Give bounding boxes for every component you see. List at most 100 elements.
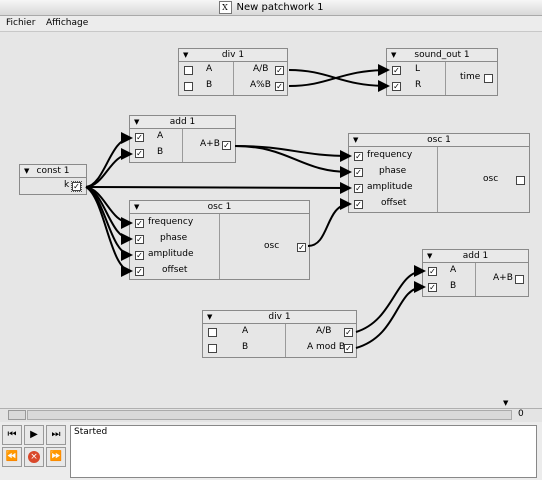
collapse-triangle-icon[interactable]: ▼ bbox=[134, 118, 140, 126]
rewind-icon[interactable]: ⏪ bbox=[2, 447, 22, 467]
timeline-value: 0 bbox=[518, 409, 524, 419]
input-label: amplitude bbox=[367, 182, 413, 192]
input-phase-checkbox[interactable]: ✓ bbox=[135, 235, 144, 244]
input-b-label: B bbox=[206, 80, 213, 90]
output-label: A/B bbox=[253, 64, 269, 74]
input-b-label: B bbox=[157, 147, 164, 157]
input-phase-checkbox[interactable]: ✓ bbox=[354, 168, 363, 177]
node-title: add 1 bbox=[462, 251, 489, 261]
input-b-label: B bbox=[242, 342, 249, 352]
input-label: offset bbox=[162, 265, 188, 275]
output-label: A+B bbox=[493, 273, 513, 283]
input-b-checkbox[interactable]: ✓ bbox=[135, 149, 144, 158]
log-text: Started bbox=[74, 427, 108, 437]
node-const[interactable]: ▼ const 1 k ✓ bbox=[19, 164, 87, 195]
node-title: const 1 bbox=[36, 166, 70, 176]
collapse-triangle-icon[interactable]: ▼ bbox=[391, 51, 397, 59]
input-a-label: A bbox=[450, 265, 457, 275]
node-header[interactable]: ▼ const 1 bbox=[20, 165, 86, 178]
node-title: osc 1 bbox=[427, 135, 451, 145]
node-div-bottom[interactable]: ▼div 1 A B A/B ✓ A mod B ✓ bbox=[202, 310, 357, 358]
input-a-label: A bbox=[157, 131, 164, 141]
input-a-label: A bbox=[242, 326, 249, 336]
node-add-top[interactable]: ▼add 1 ✓ A ✓ B A+B ✓ bbox=[129, 115, 236, 163]
input-r-label: R bbox=[415, 80, 422, 90]
node-title: add 1 bbox=[169, 117, 196, 127]
input-frequency-checkbox[interactable]: ✓ bbox=[354, 152, 363, 161]
input-a-label: A bbox=[206, 64, 213, 74]
node-add-right[interactable]: ▼ add 1 ✓ A ✓ B A+B bbox=[422, 249, 529, 297]
input-b-label: B bbox=[450, 281, 457, 291]
menu-affichage[interactable]: Affichage bbox=[46, 18, 89, 28]
node-title: osc 1 bbox=[207, 202, 232, 212]
node-sound-out[interactable]: ▼ sound_out 1 ✓ L ✓ R time bbox=[386, 48, 498, 96]
input-b-checkbox[interactable] bbox=[184, 82, 193, 91]
input-frequency-checkbox[interactable]: ✓ bbox=[135, 219, 144, 228]
skip-to-end-icon[interactable]: ⏭ bbox=[46, 425, 66, 445]
log-console[interactable]: Started bbox=[70, 425, 537, 478]
node-header[interactable]: ▼ osc 1 bbox=[130, 201, 309, 214]
output-label: A mod B bbox=[307, 342, 346, 352]
collapse-triangle-icon[interactable]: ▼ bbox=[207, 313, 213, 321]
input-offset-checkbox[interactable]: ✓ bbox=[135, 267, 144, 276]
collapse-triangle-icon[interactable]: ▼ bbox=[134, 203, 140, 211]
input-amplitude-checkbox[interactable]: ✓ bbox=[135, 251, 144, 260]
menu-fichier[interactable]: Fichier bbox=[6, 18, 36, 28]
timeline-slider[interactable] bbox=[27, 410, 512, 420]
node-osc-right[interactable]: ▼ osc 1 ✓ frequency ✓ phase ✓ amplitude ✓… bbox=[348, 133, 530, 213]
stop-icon[interactable]: × bbox=[24, 447, 44, 467]
node-header[interactable]: ▼ sound_out 1 bbox=[387, 49, 497, 62]
output-k-checkbox[interactable]: ✓ bbox=[71, 181, 82, 192]
node-header[interactable]: ▼ div 1 bbox=[179, 49, 287, 62]
output-2-checkbox[interactable]: ✓ bbox=[275, 82, 284, 91]
collapse-triangle-icon[interactable]: ▼ bbox=[24, 167, 30, 175]
output-label: time bbox=[460, 72, 481, 82]
output-1-checkbox[interactable]: ✓ bbox=[275, 66, 284, 75]
node-header[interactable]: ▼ add 1 bbox=[130, 116, 235, 129]
input-a-checkbox[interactable] bbox=[184, 66, 193, 75]
input-label: phase bbox=[379, 166, 407, 176]
node-div-top[interactable]: ▼ div 1 A B A/B ✓ A%B ✓ bbox=[178, 48, 288, 96]
node-header[interactable]: ▼ add 1 bbox=[423, 250, 528, 263]
input-b-checkbox[interactable]: ✓ bbox=[428, 283, 437, 292]
output-label: k bbox=[64, 180, 70, 190]
input-l-label: L bbox=[415, 64, 421, 74]
input-r-checkbox[interactable]: ✓ bbox=[392, 82, 401, 91]
input-a-checkbox[interactable]: ✓ bbox=[135, 133, 144, 142]
play-icon[interactable]: ▶ bbox=[24, 425, 44, 445]
node-header[interactable]: ▼ div 1 bbox=[203, 311, 356, 324]
output-label: A%B bbox=[250, 80, 271, 90]
input-offset-checkbox[interactable]: ✓ bbox=[354, 200, 363, 209]
input-label: amplitude bbox=[148, 249, 194, 259]
fast-forward-icon[interactable]: ⏩ bbox=[46, 447, 66, 467]
input-l-checkbox[interactable]: ✓ bbox=[392, 66, 401, 75]
output-time-checkbox[interactable] bbox=[484, 74, 493, 83]
input-a-checkbox[interactable] bbox=[208, 328, 217, 337]
collapse-triangle-icon[interactable]: ▼ bbox=[353, 136, 359, 144]
node-title: div 1 bbox=[268, 312, 291, 322]
output-checkbox[interactable] bbox=[515, 275, 524, 284]
timeline-thumb[interactable] bbox=[8, 410, 26, 420]
skip-to-start-icon[interactable]: ⏮ bbox=[2, 425, 22, 445]
output-checkbox[interactable]: ✓ bbox=[222, 141, 231, 150]
output-label: osc bbox=[264, 241, 280, 251]
input-b-checkbox[interactable] bbox=[208, 344, 217, 353]
menu-bar: Fichier Affichage bbox=[0, 16, 542, 32]
node-header[interactable]: ▼ osc 1 bbox=[349, 134, 529, 147]
input-label: frequency bbox=[367, 150, 413, 160]
output-1-checkbox[interactable]: ✓ bbox=[344, 328, 353, 337]
input-amplitude-checkbox[interactable]: ✓ bbox=[354, 184, 363, 193]
output-osc-checkbox[interactable] bbox=[516, 176, 525, 185]
collapse-triangle-icon[interactable]: ▼ bbox=[183, 51, 189, 59]
input-label: offset bbox=[381, 198, 407, 208]
node-osc-left[interactable]: ▼osc 1 ✓ frequency ✓ phase ✓ amplitude ✓… bbox=[129, 200, 310, 280]
input-a-checkbox[interactable]: ✓ bbox=[428, 267, 437, 276]
input-label: phase bbox=[160, 233, 188, 243]
output-osc-checkbox[interactable]: ✓ bbox=[297, 243, 306, 252]
output-2-checkbox[interactable]: ✓ bbox=[344, 344, 353, 353]
collapse-triangle-icon[interactable]: ▼ bbox=[427, 252, 433, 260]
node-title: sound_out 1 bbox=[414, 50, 470, 60]
node-title: div 1 bbox=[221, 50, 245, 60]
scroll-down-arrow-icon[interactable]: ▼ bbox=[503, 399, 509, 407]
window-title: New patchwork 1 bbox=[236, 2, 324, 13]
